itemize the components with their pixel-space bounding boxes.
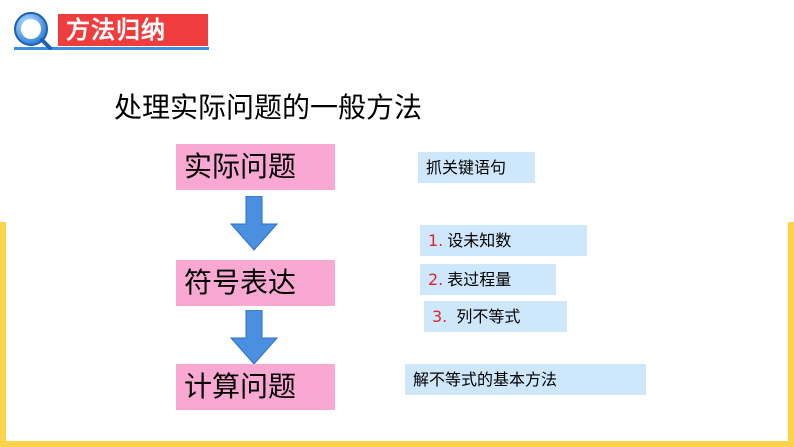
step-item: 1.设未知数 bbox=[420, 225, 587, 256]
header-underline bbox=[14, 47, 209, 50]
step-item: 2.表过程量 bbox=[420, 264, 556, 295]
step-text: 设未知数 bbox=[447, 231, 512, 250]
step-item: 3. 列不等式 bbox=[424, 301, 567, 332]
step-number: 1. bbox=[428, 231, 444, 250]
step-number: 3. bbox=[432, 307, 448, 326]
page-title: 处理实际问题的一般方法 bbox=[114, 91, 423, 124]
down-arrow-icon bbox=[229, 310, 279, 365]
flow-step-actual-problem: 实际问题 bbox=[176, 144, 335, 190]
note-grab-keywords: 抓关键语句 bbox=[418, 152, 535, 183]
slide-canvas bbox=[6, 6, 788, 441]
magnifier-icon bbox=[14, 12, 52, 50]
note-basic-method: 解不等式的基本方法 bbox=[405, 364, 646, 395]
step-text: 表过程量 bbox=[447, 270, 512, 289]
flow-step-symbolic-expression: 符号表达 bbox=[176, 260, 335, 306]
down-arrow-icon bbox=[229, 196, 279, 251]
section-title: 方法归纳 bbox=[58, 14, 208, 46]
step-text: 列不等式 bbox=[451, 307, 521, 326]
step-number: 2. bbox=[428, 270, 444, 289]
flow-step-calculation: 计算问题 bbox=[176, 364, 335, 410]
